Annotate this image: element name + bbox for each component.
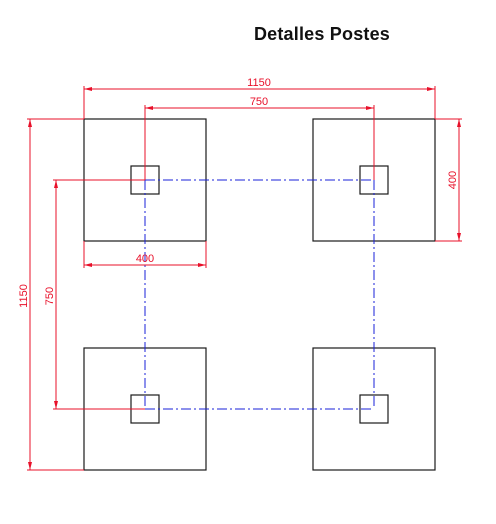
centerlines bbox=[144, 179, 375, 410]
dim-bottom-footing-label: 400 bbox=[136, 253, 154, 265]
page-title: Detalles Postes bbox=[253, 24, 391, 44]
dimension-lines bbox=[27, 86, 462, 471]
post-bottom-right bbox=[359, 394, 389, 424]
footings bbox=[83, 118, 436, 471]
dim-right-footing-label: 400 bbox=[447, 171, 459, 189]
dimension-arrows bbox=[28, 87, 461, 470]
dim-left-inner-label: 750 bbox=[44, 287, 56, 305]
dim-top-inner-label: 750 bbox=[250, 96, 268, 108]
dimension-labels: 1150 750 400 400 1150 750 bbox=[18, 77, 459, 308]
posts bbox=[130, 165, 389, 424]
dim-left-outer-label: 1150 bbox=[18, 284, 30, 308]
dim-top-outer-label: 1150 bbox=[247, 77, 271, 89]
